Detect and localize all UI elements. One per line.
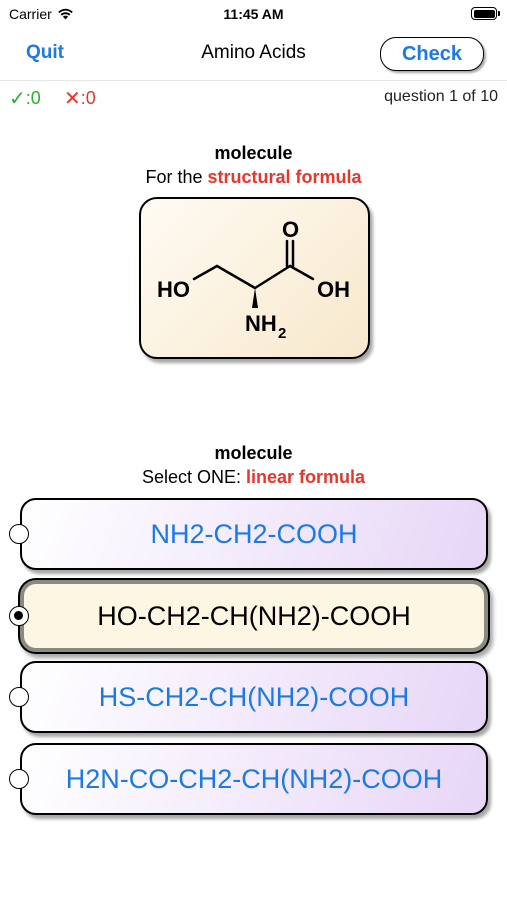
- answer-radio-4[interactable]: [9, 769, 29, 789]
- correct-count: :0: [25, 88, 41, 108]
- wifi-icon: [57, 8, 73, 20]
- carbonyl-oxygen-label: O: [282, 217, 299, 242]
- answer-option-2[interactable]: HO-CH2-CH(NH2)-COOH: [20, 580, 488, 652]
- answer-section-prompt: Select ONE: linear formula: [0, 467, 507, 488]
- question-label: molecule: [214, 143, 293, 163]
- nav-divider: [0, 80, 507, 81]
- status-bar: Carrier 11:45 AM: [0, 0, 507, 28]
- question-prompt-prefix: For the: [145, 167, 208, 187]
- wrong-count: :0: [80, 88, 96, 108]
- answer-prompt-prefix: Select ONE:: [141, 467, 246, 487]
- status-time: 11:45 AM: [223, 6, 284, 22]
- question-prompt-highlight: structural formula: [207, 167, 362, 187]
- answer-option-text: HS-CH2-CH(NH2)-COOH: [98, 681, 410, 712]
- answer-radio-1[interactable]: [9, 524, 29, 544]
- question-progress: question 1 of 10: [384, 88, 498, 105]
- carrier-label: Carrier: [9, 6, 52, 22]
- navigation-bar: Quit Amino Acids Check: [0, 30, 507, 78]
- score-bar: ✓ :0 ✕ :0 question 1 of 10: [0, 86, 507, 110]
- answer-option-text: H2N-CO-CH2-CH(NH2)-COOH: [65, 763, 443, 794]
- answer-option-4[interactable]: H2N-CO-CH2-CH(NH2)-COOH: [20, 743, 488, 815]
- acid-hydroxyl-label: OH: [317, 277, 350, 302]
- answer-radio-2[interactable]: [9, 606, 29, 626]
- battery-icon: [471, 7, 500, 20]
- wedge-bond: [252, 288, 258, 308]
- correct-score: ✓ :0: [9, 86, 41, 111]
- answer-option-3[interactable]: HS-CH2-CH(NH2)-COOH: [20, 661, 488, 733]
- question-prompt: For the structural formula: [0, 167, 507, 188]
- check-button[interactable]: Check: [380, 37, 484, 71]
- cross-icon: ✕: [64, 88, 81, 110]
- hydroxyl-label: HO: [157, 277, 190, 302]
- answer-section-label: molecule: [214, 443, 293, 463]
- wrong-score: ✕ :0: [64, 86, 96, 111]
- answer-option-text: HO-CH2-CH(NH2)-COOH: [97, 600, 411, 631]
- structural-formula-card: HO O OH NH 2: [139, 197, 370, 359]
- answer-radio-3[interactable]: [9, 687, 29, 707]
- answer-prompt-highlight: linear formula: [246, 467, 366, 487]
- checkmark-icon: ✓: [9, 88, 26, 110]
- quit-button[interactable]: Quit: [26, 42, 64, 63]
- status-left: Carrier: [9, 6, 74, 22]
- answer-option-text: NH2-CH2-COOH: [150, 518, 358, 549]
- amine-label: NH: [245, 311, 277, 336]
- amine-subscript: 2: [278, 325, 286, 342]
- page-title: Amino Acids: [201, 42, 306, 63]
- serine-structure: HO O OH NH 2: [157, 217, 350, 342]
- answer-option-1[interactable]: NH2-CH2-COOH: [20, 498, 488, 570]
